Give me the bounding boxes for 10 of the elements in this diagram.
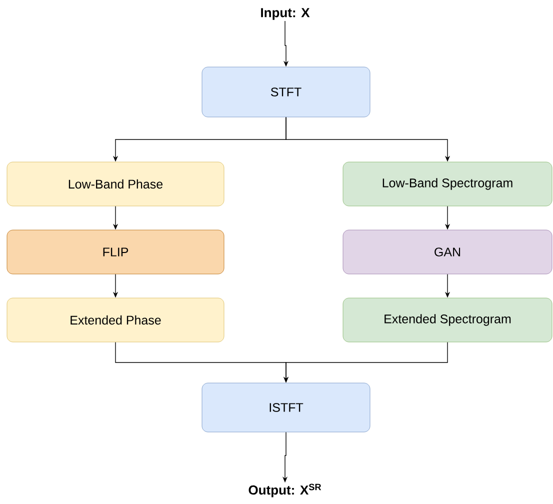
data-box: Low-Band Spectrogram [342, 162, 552, 206]
data-box: Low-Band Phase [6, 162, 224, 206]
process-box: GAN [342, 230, 552, 274]
data-box: Extended Phase [6, 298, 224, 342]
process-box: FLIP [6, 230, 224, 274]
io-label: Input: X [261, 8, 310, 20]
process-box: ISTFT [202, 382, 370, 432]
io-label: Output: X$^{SR}$ [248, 484, 322, 498]
process-box: STFT [202, 66, 370, 118]
data-box: Extended Spectrogram [342, 298, 552, 342]
